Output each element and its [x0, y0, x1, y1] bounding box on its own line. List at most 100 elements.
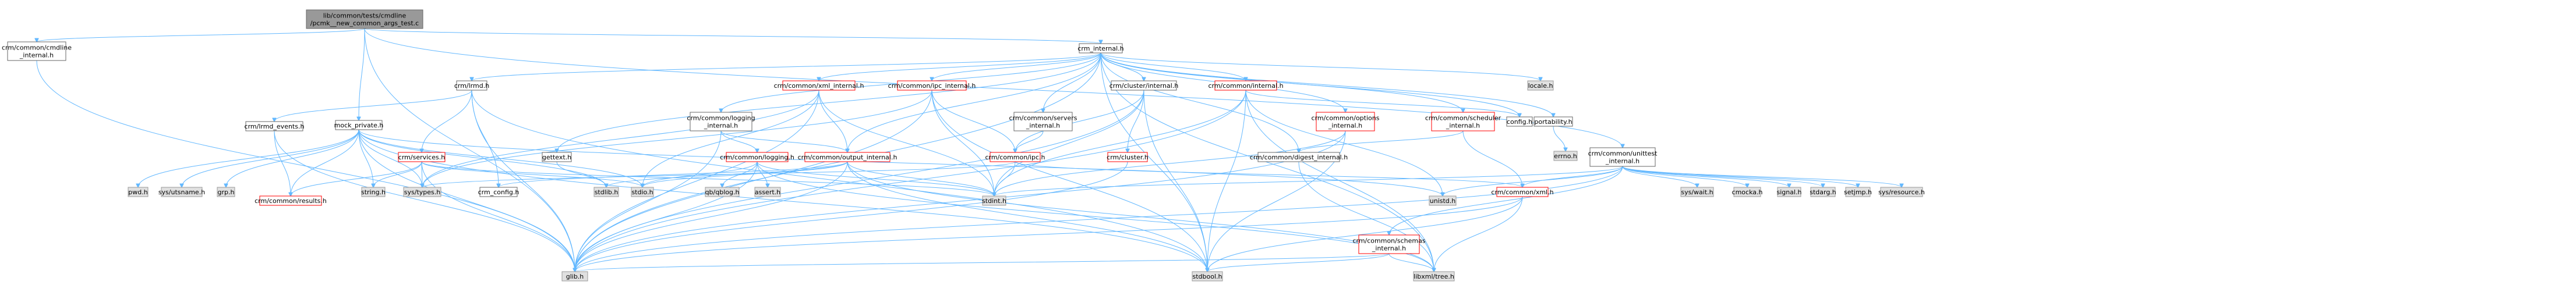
node-setjmp: setjmp.h [1844, 187, 1872, 197]
edge-crm_internal-to-servers_internal [1043, 52, 1101, 112]
node-label: locale.h [1528, 82, 1553, 90]
node-common_internal[interactable]: crm/common/internal.h [1208, 80, 1284, 91]
node-box-logging [726, 152, 789, 162]
edge-services-to-glib [421, 161, 575, 272]
edge-output_internal-to-stdint [847, 161, 994, 196]
node-crm_config[interactable]: crm_config.h [478, 187, 520, 197]
edge-unittest_internal-to-glib [575, 166, 1623, 272]
node-box-servers_internal [1013, 112, 1073, 131]
node-lrmd[interactable]: crm/lrmd.h [454, 80, 489, 91]
node-label: crm/common/ipc.h [985, 154, 1045, 161]
node-stdbool: stdbool.h [1192, 271, 1223, 282]
edge-lrmd-to-crm_config [471, 90, 499, 187]
node-box-lrmd [456, 80, 487, 91]
node-label: config.h [1507, 118, 1532, 126]
node-label: crm_config.h [478, 188, 520, 196]
edge-cluster_internal-to-cluster [1128, 90, 1144, 152]
node-glib: glib.h [561, 271, 588, 282]
edge-root-to-cmdline_internal [37, 28, 365, 42]
edge-xml_internal-to-stdio [642, 90, 819, 187]
node-label: crm/cluster/internal.h [1109, 82, 1179, 90]
edge-common_internal-to-stdbool [1207, 90, 1246, 272]
node-ipc_internal[interactable]: crm/common/ipc_internal.h [888, 80, 976, 91]
node-mock_private[interactable]: mock_private.h [334, 120, 384, 130]
edge-mock_private-to-sys_types [358, 129, 422, 187]
edge-unittest_internal-to-sys_wait [1622, 166, 1697, 187]
edge-ipc_internal-to-stdint [931, 90, 994, 196]
node-cmdline_internal[interactable]: crm/common/cmdline_internal.h [2, 41, 72, 61]
node-options_internal[interactable]: crm/common/options_internal.h [1312, 112, 1380, 131]
edge-logging-to-assert [757, 161, 768, 187]
node-box-digest_internal [1257, 152, 1340, 162]
node-label: cmocka.h [1732, 188, 1763, 196]
node-label: signal.h [1776, 188, 1801, 196]
node-digest_internal[interactable]: crm/common/digest_internal.h [1250, 152, 1348, 162]
edge-unittest_internal-to-stdarg [1622, 166, 1823, 187]
node-portability[interactable]: portability.h [1533, 116, 1573, 127]
node-label: crm/services.h [398, 154, 445, 161]
node-label: mock_private.h [334, 122, 384, 129]
node-logging[interactable]: crm/common/logging.h [720, 152, 794, 162]
node-box-unistd [1429, 195, 1457, 206]
node-cluster[interactable]: crm/cluster.h [1107, 152, 1149, 162]
node-box-cmdline_internal [7, 41, 66, 61]
node-box-cluster [1107, 152, 1148, 162]
edge-cluster_internal-to-glib [575, 90, 1144, 272]
node-label: sys/utsname.h [158, 188, 205, 196]
edge-logging_internal-to-glib [575, 130, 722, 272]
edge-ipc_internal-to-ipc [931, 90, 1015, 152]
edge-common_internal-to-stdint [994, 90, 1246, 196]
node-label: crm/common/unittest [1588, 150, 1658, 158]
edge-schemas_internal-to-stdbool [1207, 253, 1390, 272]
node-box-setjmp [1845, 187, 1871, 197]
edge-ipc_internal-to-glib [575, 90, 932, 272]
nodes-layer: lib/common/tests/cmdline/pcmk__new_commo… [2, 9, 1925, 282]
node-box-config [1506, 116, 1533, 127]
node-scheduler_internal[interactable]: crm/common/scheduler_internal.h [1425, 112, 1501, 131]
node-box-logging_internal [690, 112, 752, 131]
node-label: errno.h [1554, 152, 1577, 160]
node-box-stdbool [1192, 271, 1223, 282]
edge-lrmd_events-to-results [274, 130, 291, 196]
edge-common_internal-to-libxml_tree [1245, 90, 1434, 272]
node-results[interactable]: crm/common/results.h [255, 195, 327, 206]
node-box-xml_internal [782, 80, 856, 91]
node-box-errno [1553, 151, 1578, 161]
node-label: crm_internal.h [1077, 45, 1123, 52]
node-unittest_internal[interactable]: crm/common/unittest_internal.h [1588, 147, 1658, 167]
node-gettext[interactable]: gettext.h [542, 152, 572, 162]
node-output_internal[interactable]: crm/common/output_internal.h [798, 152, 897, 162]
node-box-results [259, 195, 322, 206]
node-box-pwd [128, 187, 149, 197]
edge-logging-to-stdio [642, 161, 758, 187]
node-box-crm_internal [1079, 43, 1123, 54]
node-box-locale [1527, 80, 1554, 91]
node-cluster_internal[interactable]: crm/cluster/internal.h [1109, 80, 1179, 91]
edge-unittest_internal-to-setjmp [1622, 166, 1858, 187]
node-config[interactable]: config.h [1506, 116, 1533, 127]
node-logging_internal[interactable]: crm/common/logging_internal.h [687, 112, 755, 131]
node-crm_internal[interactable]: crm_internal.h [1077, 43, 1124, 54]
edge-crm_xml-to-libxml_tree [1434, 196, 1523, 272]
edge-crm_xml-to-stdbool [1207, 196, 1523, 272]
edge-lrmd-to-stdbool [471, 90, 1207, 272]
node-lrmd_events[interactable]: crm/lrmd_events.h [245, 121, 305, 131]
node-xml_internal[interactable]: crm/common/xml_internal.h [774, 80, 864, 91]
edge-scheduler_internal-to-digest_internal [1299, 130, 1464, 152]
edge-mock_private-to-stdlib [358, 129, 606, 187]
node-box-scheduler_internal [1431, 112, 1495, 131]
node-crm_xml[interactable]: crm/common/xml.h [1491, 187, 1554, 197]
node-box-sys_utsname [161, 187, 203, 197]
node-servers_internal[interactable]: crm/common/servers_internal.h [1009, 112, 1077, 131]
node-services[interactable]: crm/services.h [398, 152, 446, 162]
edge-ipc-to-crm_xml [1015, 161, 1522, 187]
node-ipc[interactable]: crm/common/ipc.h [985, 152, 1045, 162]
node-label: crm/lrmd_events.h [245, 123, 305, 130]
node-box-common_internal [1214, 80, 1277, 91]
edge-crm_internal-to-digest_internal [1100, 52, 1299, 152]
node-schemas_internal[interactable]: crm/common/schemas_internal.h [1352, 234, 1426, 254]
edge-output_internal-to-glib [575, 161, 848, 272]
edge-crm_internal-to-config [1100, 52, 1520, 117]
node-stdio: stdio.h [631, 187, 654, 197]
node-stdarg: stdarg.h [1810, 187, 1836, 197]
